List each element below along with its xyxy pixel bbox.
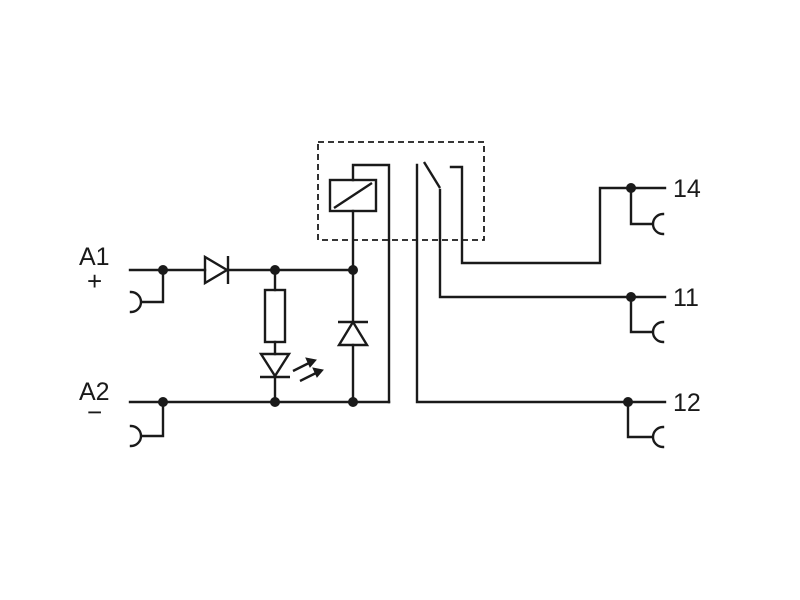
contact-common-line [415, 163, 630, 404]
junction-dot [158, 265, 168, 275]
terminal-12-label: 12 [673, 389, 701, 417]
coil-upper-lead [351, 163, 391, 404]
terminal-14-clamp [629, 186, 665, 236]
terminal-a1-polarity: + [87, 266, 102, 296]
terminal-a1-label: A1 [79, 243, 110, 271]
a1-terminal-clamp [129, 268, 165, 314]
junction-dot [270, 397, 280, 407]
junction-dot [626, 183, 636, 193]
junction-dots [158, 183, 636, 407]
terminal-12-clamp [626, 400, 665, 449]
junction-dot [158, 397, 168, 407]
junction-dot [626, 292, 636, 302]
junction-dot [348, 397, 358, 407]
junction-dot [348, 265, 358, 275]
freewheel-diode [336, 319, 370, 347]
terminal-a2-label: A2 [79, 378, 110, 406]
contact-14-line [449, 165, 667, 265]
resistor [263, 288, 287, 344]
junction-dot [623, 397, 633, 407]
series-diode [203, 254, 230, 286]
terminal-14-label: 14 [673, 175, 701, 203]
led-light-arrows-icon [292, 357, 324, 383]
relay-housing-dashed-box [317, 141, 485, 241]
relay-coil [328, 178, 378, 213]
terminal-11-label: 11 [673, 284, 699, 312]
terminal-a2-polarity: − [87, 397, 102, 427]
contact-switch-arm [422, 161, 442, 189]
a2-terminal-clamp [129, 400, 165, 448]
junction-dot [270, 265, 280, 275]
contact-11-line [438, 188, 667, 299]
terminal-11-clamp [629, 295, 665, 344]
status-led [258, 352, 292, 379]
